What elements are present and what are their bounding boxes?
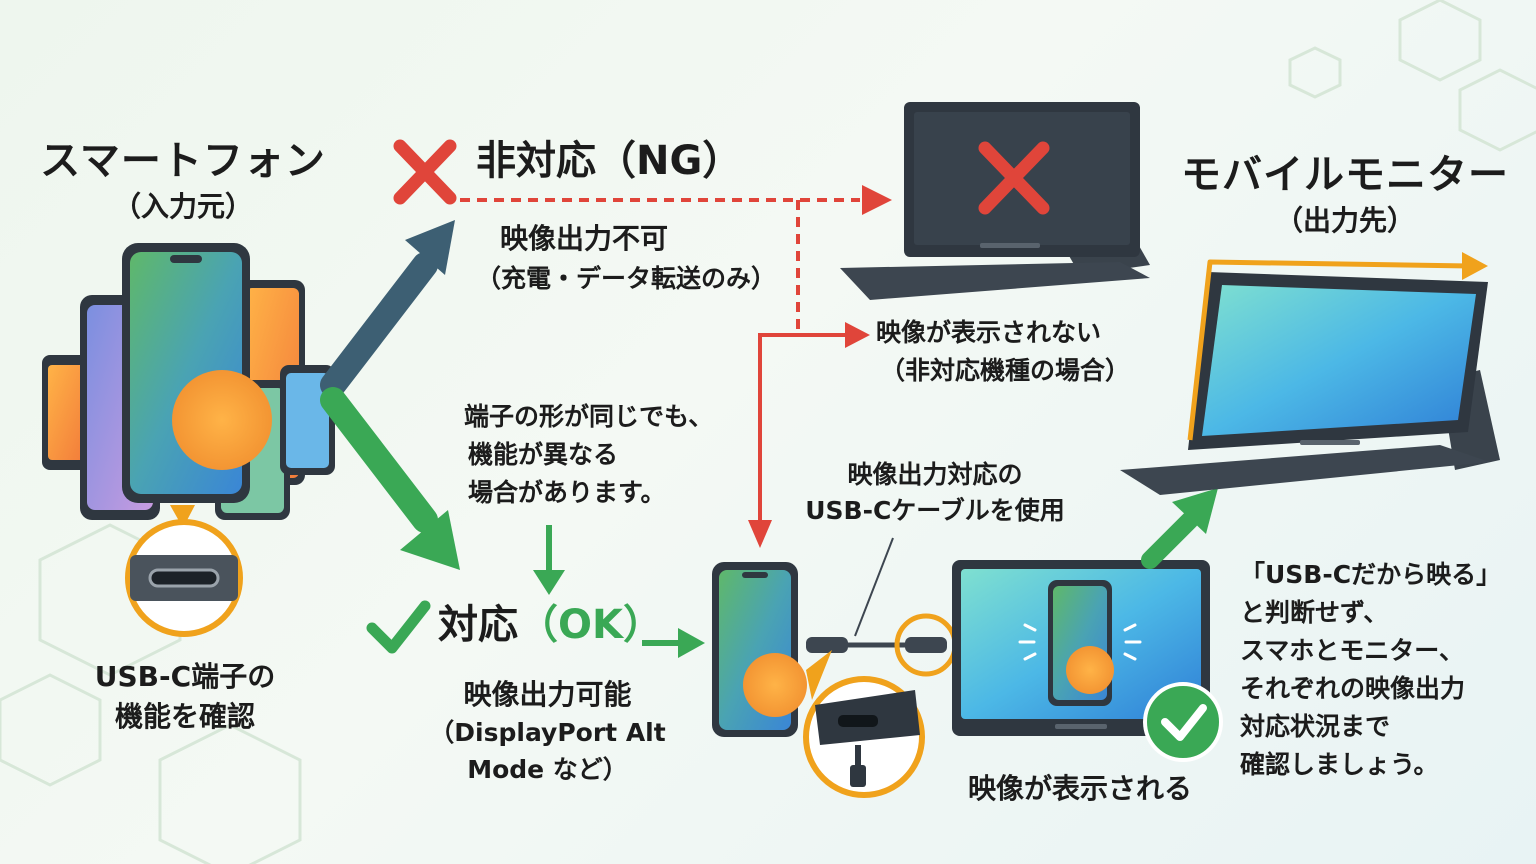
- ok-arrow-to-monitor: [1141, 488, 1218, 569]
- advice-line6: 確認しましょう。: [1240, 750, 1439, 779]
- source-subtitle: （入力元）: [112, 190, 253, 223]
- ng-result-line2: （非対応機種の場合）: [880, 356, 1131, 385]
- x-mark-icon: [393, 139, 457, 205]
- phone-port-magnifier-icon: [803, 650, 925, 798]
- ok-heading-ok: （OK）: [518, 602, 663, 648]
- port-caption-line1: USB-C端子の: [94, 660, 276, 693]
- advice-line4: それぞれの映像出力: [1240, 674, 1466, 703]
- ng-monitor-x-icon: [978, 141, 1050, 215]
- advice-line3: スマホとモニター、: [1240, 636, 1465, 665]
- ng-arrowhead-monitor: [862, 185, 892, 215]
- ng-solid-arrow: [758, 333, 845, 540]
- check-mark-icon: [366, 600, 431, 654]
- ok-result: 映像が表示される: [967, 772, 1192, 805]
- arrow-to-ok: [320, 387, 460, 570]
- note-line3: 場合があります。: [468, 478, 666, 507]
- ng-line2: （充電・データ転送のみ）: [476, 264, 777, 293]
- ng-result-line1: 映像が表示されない: [876, 318, 1102, 347]
- source-title: スマートフォン: [40, 138, 326, 184]
- note-line1: 端子の形が同じでも、: [464, 402, 714, 431]
- ok-heading: 対応（OK）: [438, 602, 663, 649]
- target-subtitle: （出力先）: [1274, 204, 1415, 237]
- advice-line1: 「USB-Cだから映る」: [1240, 560, 1502, 589]
- note-line2: 機能が異なる: [468, 440, 619, 469]
- ok-heading-prefix: 対応: [438, 602, 518, 648]
- ok-arrow-to-phone: [642, 628, 705, 658]
- ok-line3: Mode など）: [467, 755, 628, 784]
- cable-line1: 映像出力対応の: [847, 460, 1023, 489]
- ng-arrowhead-phone: [748, 520, 772, 548]
- advice-line5: 対応状況まで: [1240, 712, 1391, 741]
- note-arrow: [533, 525, 565, 595]
- usb-c-port-icon: [125, 505, 243, 637]
- ng-arrowhead-text: [845, 322, 870, 348]
- target-title: モバイルモニター: [1181, 152, 1509, 198]
- ng-dashed-arrow: [460, 198, 860, 330]
- ok-monitor-check-icon: [1143, 682, 1223, 762]
- arrow-to-ng: [320, 220, 455, 398]
- smartphone-group-icon: [42, 243, 335, 520]
- port-caption-line2: 機能を確認: [114, 700, 255, 733]
- ok-line2: （DisplayPort Alt: [429, 718, 666, 747]
- advice-line2: と判断せず、: [1240, 598, 1389, 627]
- ok-line1: 映像出力可能: [463, 678, 632, 711]
- ng-heading: 非対応（NG）: [476, 138, 743, 184]
- ok-smartphone-icon: [712, 562, 807, 737]
- ok-monitor-icon: [952, 560, 1210, 736]
- cable-line2: USB-Cケーブルを使用: [805, 496, 1065, 525]
- mobile-monitor-icon: [1120, 252, 1500, 495]
- ng-line1: 映像出力不可: [500, 222, 669, 255]
